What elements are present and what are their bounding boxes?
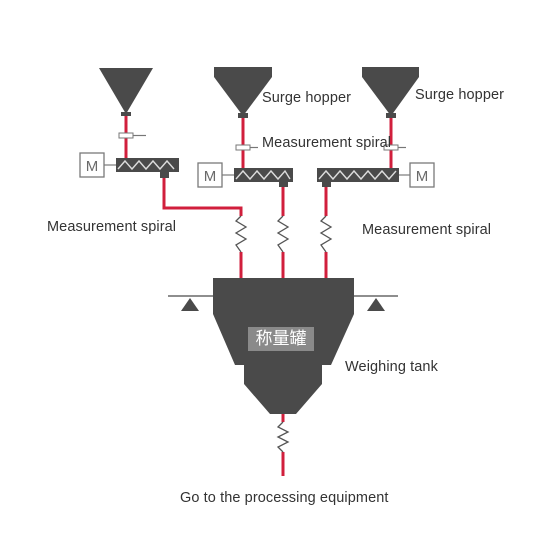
measurement-spiral-label-left: Measurement spiral [47, 219, 177, 235]
spiral-right [317, 168, 399, 187]
flexible-couplings [234, 215, 333, 453]
motor-right-symbol: M [416, 168, 429, 185]
tank-label: 称量罐 [248, 327, 314, 351]
measurement-spiral-label-middle: Measurement spiral [262, 135, 392, 151]
motor-left-symbol: M [86, 158, 99, 175]
support-left [181, 298, 199, 311]
motor-left: M [79, 152, 116, 178]
surge-hopper-right [362, 67, 419, 118]
motor-middle-symbol: M [204, 168, 217, 185]
hopper-left [99, 68, 153, 116]
output-label: Go to the processing equipment [180, 490, 389, 506]
support-right [367, 298, 385, 311]
valves [118, 132, 406, 151]
motor-right: M [399, 162, 435, 188]
spiral-middle [234, 168, 293, 187]
surge-hopper-middle [214, 67, 272, 118]
motor-middle: M [197, 162, 234, 188]
weighing-tank [168, 278, 398, 414]
surge-hopper-label-2: Surge hopper [415, 87, 505, 103]
weighing-tank-label: Weighing tank [345, 359, 438, 375]
measurement-spiral-label-right: Measurement spiral [362, 222, 492, 238]
surge-hopper-label-1: Surge hopper [262, 90, 352, 106]
spiral-left [116, 158, 179, 178]
